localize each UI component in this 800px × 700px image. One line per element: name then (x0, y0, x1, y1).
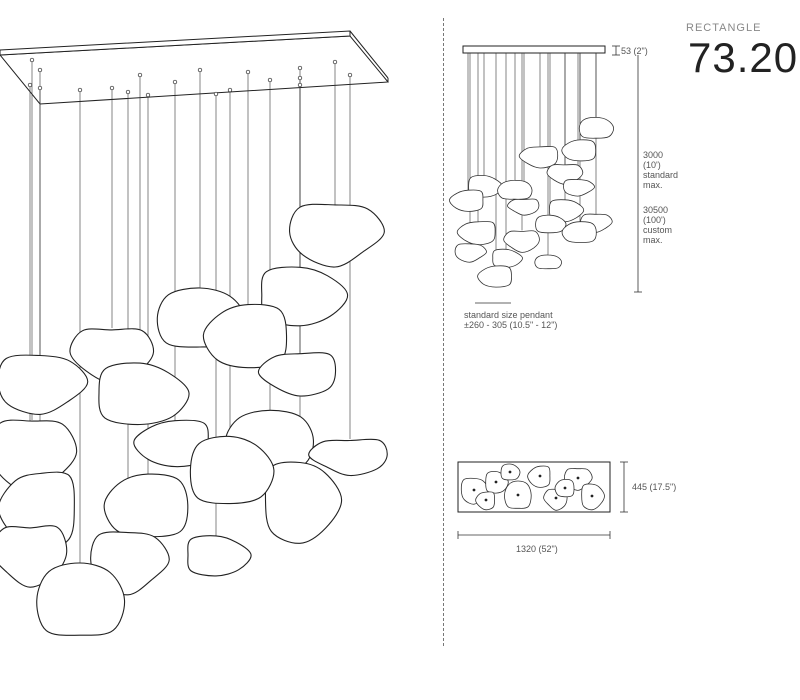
mount-dot (267, 77, 273, 83)
glass-pendant (497, 179, 533, 200)
glass-pendant (456, 221, 496, 246)
glass-pendant (563, 179, 595, 197)
glass-pendant (449, 189, 484, 212)
elevation-cables (467, 53, 597, 267)
plan-pendants (460, 463, 605, 511)
mount-dot (125, 89, 131, 95)
cable-point (590, 494, 594, 498)
glass-pendant (36, 562, 126, 636)
cable-point (516, 493, 520, 497)
glass-pendant (0, 354, 89, 415)
glass-pendant (546, 164, 584, 185)
glass-pendant (507, 198, 540, 216)
glass-pendant (187, 535, 252, 577)
glass-pendant (261, 266, 349, 327)
mount-dot (77, 87, 83, 93)
glass-pendant (561, 221, 597, 243)
mount-dot (172, 79, 178, 85)
cable-point (576, 476, 580, 480)
canopy-mount-points (27, 57, 353, 98)
elevation-pendants (449, 116, 615, 288)
cable-point (538, 474, 542, 478)
plan-pendant (527, 465, 551, 488)
plan-pendant (500, 463, 521, 481)
canopy (0, 30, 390, 105)
perspective-illustration (0, 30, 390, 636)
elevation-canopy (462, 45, 606, 54)
configuration-label: RECTANGLE (686, 22, 762, 34)
canopy-height-label: 53 (2") (621, 46, 648, 56)
glass-pendant (264, 461, 343, 544)
cable-point (554, 496, 558, 500)
model-number: 73.20 (688, 34, 799, 81)
glass-pendant (492, 248, 523, 268)
pendant-size-label: standard size pendant ±260 - 305 (10.5" … (464, 310, 558, 330)
mount-dot (37, 67, 43, 73)
plan-pendant (460, 477, 489, 505)
mount-dot (109, 85, 115, 91)
glass-pendant (561, 139, 597, 162)
mount-dot (332, 59, 338, 65)
mount-dot (37, 85, 43, 91)
glass-pendant (477, 265, 512, 288)
mount-dot (245, 69, 251, 75)
mount-dot (227, 87, 233, 93)
plan-depth-label: 445 (17.5") (632, 482, 677, 492)
plan-width-label: 1320 (52") (516, 544, 558, 554)
glass-pendant (535, 214, 567, 234)
glass-pendant (308, 438, 388, 477)
cable-point (484, 498, 488, 502)
canopy-height-dimension (612, 45, 620, 56)
glass-pendant (189, 435, 275, 505)
mount-dot (297, 82, 303, 88)
sheet-divider (443, 18, 444, 646)
plan-pendant (563, 468, 593, 491)
plan-pendant (554, 478, 575, 498)
plan-pendant (581, 483, 605, 511)
mount-dot (27, 82, 33, 88)
mount-dot (347, 72, 353, 78)
glass-pendant (518, 145, 559, 169)
glass-pendant (580, 213, 613, 233)
mount-dot (213, 91, 219, 97)
cable-point (472, 488, 476, 492)
mount-dot (137, 72, 143, 78)
glass-pendant (454, 243, 487, 263)
glass-pendant (257, 352, 337, 397)
glass-pendant (202, 303, 288, 369)
standard-drop-label: 3000 (10') standard max. (643, 150, 679, 190)
glass-pendant (534, 254, 562, 270)
glass-pendant (468, 175, 503, 198)
cable-point (508, 470, 512, 474)
plan-pendant (485, 471, 509, 494)
plan-view-drawing (457, 461, 628, 539)
glass-pendant (133, 419, 209, 468)
custom-drop-label: 30500 (100') custom max. (643, 205, 673, 245)
drop-dimension (634, 55, 642, 293)
plan-pendant (543, 488, 568, 511)
glass-pendant (578, 116, 615, 139)
mount-dot (297, 65, 303, 71)
cable-point (563, 486, 567, 490)
mount-dot (197, 67, 203, 73)
glass-pendant (103, 473, 189, 538)
glass-pendant (98, 362, 190, 426)
glass-pendant (289, 203, 385, 268)
plan-pendant (504, 480, 532, 509)
cable-point (494, 480, 498, 484)
plan-pendant (475, 491, 496, 511)
mount-dot (297, 75, 303, 81)
mount-dot (145, 92, 151, 98)
glass-pendant (503, 230, 540, 253)
glass-pendants (0, 203, 388, 636)
mount-dot (29, 57, 35, 63)
glass-pendant (549, 199, 585, 223)
